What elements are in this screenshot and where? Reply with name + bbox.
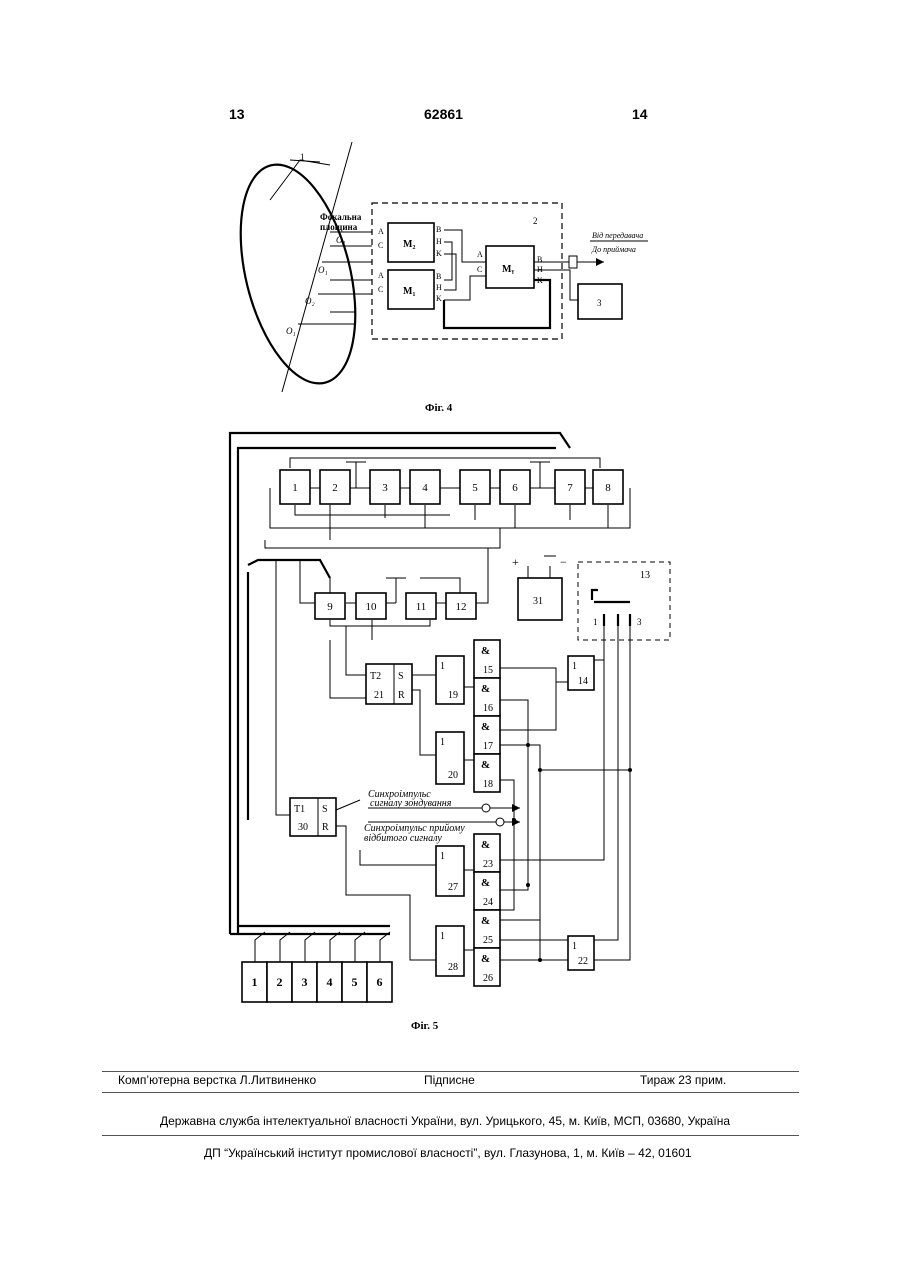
or-gate-number: 19 (448, 690, 458, 701)
top-block-1-label: 1 (292, 482, 298, 494)
and-gate-number: 18 (483, 779, 493, 790)
and-gate-symbol: & (481, 721, 490, 733)
or-gate-number: 14 (578, 676, 588, 687)
power-minus: − (560, 555, 567, 569)
and-gate-symbol: & (481, 683, 490, 695)
mid-block-11-label: 11 (416, 601, 427, 613)
and-gate-number: 24 (483, 897, 493, 908)
t1-num: 30 (298, 822, 308, 833)
bottom-block-1-label: 1 (252, 975, 258, 989)
and-gate-number: 23 (483, 859, 493, 870)
and-gate-number: 26 (483, 973, 493, 984)
or-gate-symbol: 1 (440, 851, 445, 862)
bottom-block-5-label: 5 (352, 975, 358, 989)
top-block-5-label: 5 (472, 482, 478, 494)
t2-name: T2 (370, 671, 381, 682)
bottom-block-4-label: 4 (327, 975, 333, 989)
footer-org-2: ДП “Український інститут промислової вла… (204, 1146, 692, 1160)
switch-pos-3: 3 (637, 617, 642, 627)
footer-layout: Комп’ютерна верстка Л.Литвиненко (118, 1073, 316, 1087)
bottom-block-3-label: 3 (302, 975, 308, 989)
sync-probe-line2: сигналу зондування (370, 798, 452, 809)
or-gate-symbol: 1 (440, 661, 445, 672)
bottom-block-2-label: 2 (277, 975, 283, 989)
top-block-row: 1 2 3 4 5 6 7 8 (280, 470, 623, 504)
and-gate-number: 16 (483, 703, 493, 714)
top-block-3-label: 3 (382, 482, 388, 494)
top-block-8-label: 8 (605, 482, 611, 494)
or-gate-number: 20 (448, 770, 458, 781)
mid-block-9-label: 9 (327, 601, 333, 613)
bottom-block-6-label: 6 (377, 975, 383, 989)
top-block-2-label: 2 (332, 482, 338, 494)
or-gate-symbol: 1 (572, 941, 577, 952)
footer-rule-3 (102, 1135, 799, 1136)
t2-num: 21 (374, 690, 384, 701)
top-block-7-label: 7 (567, 482, 573, 494)
t2-r: R (398, 690, 405, 701)
and-gate-symbol: & (481, 877, 490, 889)
switch-pos-1: 1 (593, 617, 598, 627)
or-gate-symbol: 1 (572, 661, 577, 672)
footer-circulation: Тираж 23 прим. (640, 1073, 726, 1087)
switch-13-label: 13 (640, 570, 650, 581)
mid-block-10-label: 10 (366, 601, 378, 613)
and-gate-symbol: & (481, 839, 490, 851)
t1-name: T1 (294, 804, 305, 815)
figure-5-caption: Фіг. 5 (411, 1020, 438, 1032)
footer-rule-1 (102, 1071, 799, 1072)
and-gate-symbol: & (481, 915, 490, 927)
trigger-t2 (366, 664, 412, 704)
mid-block-12-label: 12 (456, 601, 467, 613)
t2-s: S (398, 671, 404, 682)
or-gate-symbol: 1 (440, 737, 445, 748)
or-gate-symbol: 1 (440, 931, 445, 942)
and-gate-number: 15 (483, 665, 493, 676)
top-block-6-label: 6 (512, 482, 518, 494)
footer-rule-2 (102, 1092, 799, 1093)
sync-reflect-line2: відбитого сигналу (364, 833, 442, 844)
power-plus: + (512, 555, 519, 569)
and-gate-symbol: & (481, 645, 490, 657)
and-gate-symbol: & (481, 953, 490, 965)
top-block-4-label: 4 (422, 482, 428, 494)
footer-org-1: Державна служба інтелектуальної власност… (160, 1114, 730, 1128)
or-gate-number: 27 (448, 882, 458, 893)
or-gate-number: 28 (448, 962, 458, 973)
and-gate-number: 17 (483, 741, 493, 752)
and-gate-number: 25 (483, 935, 493, 946)
figure-5-diagram: 12345678 9101112 31 + − 13 1 3 T2 21 S R… (0, 0, 901, 1030)
bottom-block-row: 1 2 3 4 5 6 (242, 932, 392, 1002)
and-gate-symbol: & (481, 759, 490, 771)
or-gate-number: 22 (578, 956, 588, 967)
t1-r: R (322, 822, 329, 833)
footer-signed: Підписне (424, 1073, 475, 1087)
t1-s: S (322, 804, 328, 815)
power-supply-label: 31 (533, 596, 543, 607)
